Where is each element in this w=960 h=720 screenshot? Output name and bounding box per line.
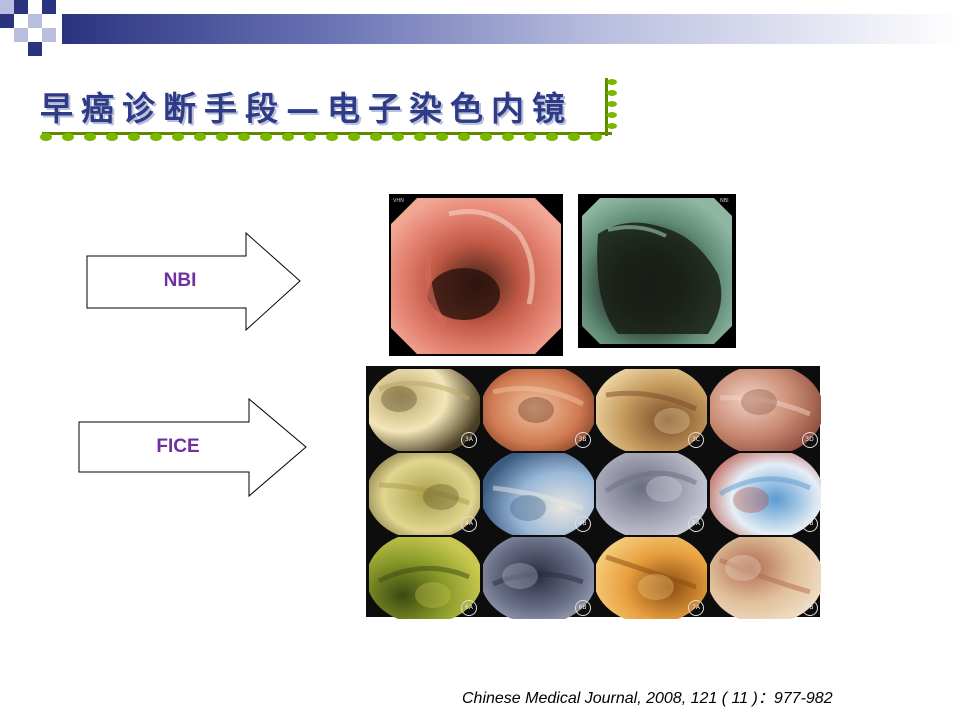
fice-tile-tag: 3A [461,432,477,448]
leaf-ornament [84,133,96,141]
nbi-label: NBI [163,270,197,291]
leaf-ornament [480,133,492,141]
leaf-ornament [458,133,470,141]
leaf-ornament [370,133,382,141]
leaf-ornament [304,133,316,141]
leaf-ornament [524,133,536,141]
leaf-ornament [282,133,294,141]
fice-tile-tag: 7A [688,600,704,616]
leaf-ornament [546,133,558,141]
leaf-ornament [172,133,184,141]
fice-tile-tag: 3C [688,432,704,448]
header-gradient-bar [62,14,960,44]
fice-tile-image: 3C [596,369,707,451]
leaf-ornament [436,133,448,141]
fice-tile-tag: 3B [574,432,591,448]
leaf-ornament [414,133,426,141]
title-block: 早癌诊断手段—电子染色内镜 [36,76,626,146]
leaf-ornament [392,133,404,141]
fice-label: FICE [156,436,200,457]
nbi-image-2-tag: NBI [720,198,729,204]
nbi-narrowband-image: NBI [578,194,736,348]
slide-title: 早癌诊断手段—电子染色内镜 [40,89,573,128]
leaf-ornament [238,133,250,141]
nbi-image-1-tag: VHN [393,198,404,204]
leaf-ornament [62,133,74,141]
fice-arrow [78,398,307,498]
fice-tile-tag: 3D [801,432,818,448]
fice-tile-image: 4B [482,453,594,535]
fice-tile-image: 5B [709,453,821,535]
fice-tile-image: 7A [596,537,707,619]
leaf-ornament [607,90,617,96]
citation: Chinese Medical Journal, 2008, 121 ( 11 … [462,690,833,707]
leaf-ornament [607,79,617,85]
fice-tile-image: 4A [369,453,480,535]
top-decoration [0,0,960,60]
nbi-white-light-image: VHN [389,194,563,356]
fice-tile-image: 6B [482,537,594,619]
fice-tile-image: 3D [709,369,821,451]
fice-tile-image: 6A [369,537,480,619]
fice-tile-tag: 7B [801,600,818,616]
leaf-ornament [590,133,602,141]
leaf-ornament [194,133,206,141]
leaf-ornament [568,133,580,141]
fice-tile-image: 3B [482,369,594,451]
nbi-arrow [86,232,301,332]
leaf-ornament [607,101,617,107]
fice-tile-image: 3A [369,369,480,451]
fice-tile-tag: 6B [574,600,591,616]
leaf-ornament [216,133,228,141]
title-leaf-decoration [40,78,617,141]
leaf-ornament [607,123,617,129]
fice-tile-tag: 6A [461,600,477,616]
leaf-ornament [150,133,162,141]
fice-tile-tag: 5A [688,516,704,532]
leaf-ornament [40,133,52,141]
leaf-ornament [502,133,514,141]
fice-tile-image: 7B [709,537,821,619]
leaf-ornament [348,133,360,141]
leaf-ornament [106,133,118,141]
fice-tile-tag: 5B [801,516,818,532]
leaf-ornament [607,112,617,118]
fice-tile-image: 5A [596,453,707,535]
fice-tile-tag: 4B [574,516,591,532]
leaf-ornament [128,133,140,141]
leaf-ornament [326,133,338,141]
leaf-ornament [260,133,272,141]
fice-tile-tag: 4A [461,516,477,532]
